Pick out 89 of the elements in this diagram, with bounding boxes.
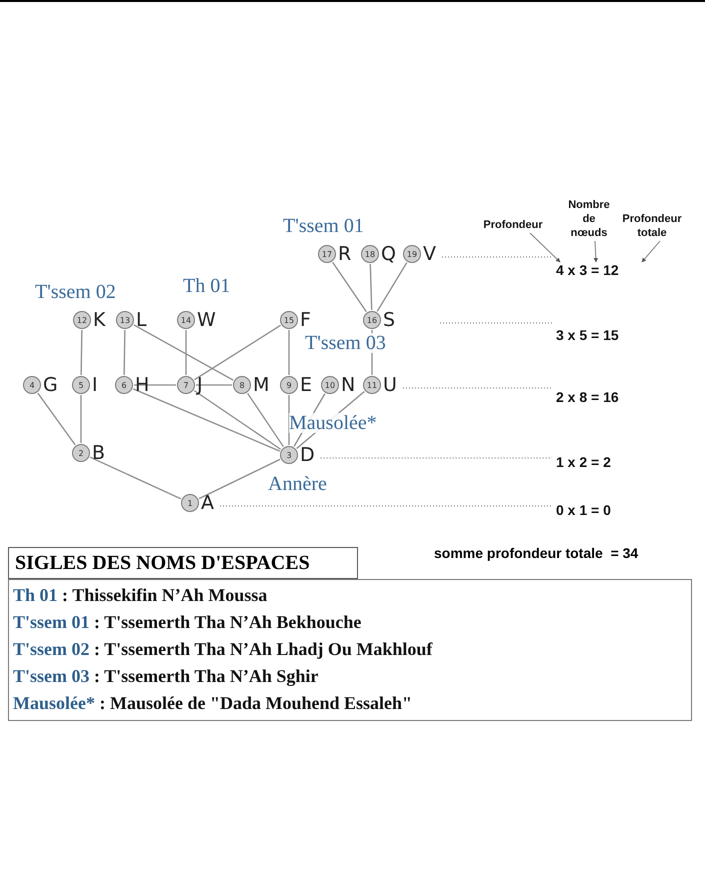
graph-link (132, 388, 280, 452)
node-letter: L (136, 311, 147, 329)
numbered-circle: 9 (280, 376, 298, 394)
graph-link (194, 324, 281, 380)
graph-link (185, 330, 187, 375)
abbreviation: T'ssem 03 (13, 666, 90, 686)
abbreviation: T'ssem 01 (13, 612, 90, 632)
graph-link (288, 395, 290, 445)
column-heading: Profondeur totale (616, 212, 688, 240)
depth-equation: 3 x 5 = 15 (556, 325, 646, 345)
total-depth-sum: somme profondeur totale = 34 (434, 545, 638, 561)
legend-title-box (8, 547, 358, 579)
depth-equation: 2 x 8 = 16 (556, 387, 646, 407)
leader-arrow (642, 240, 660, 262)
graph-link (332, 262, 367, 312)
numbered-circle: 5 (72, 376, 90, 394)
numbered-circle: 11 (363, 376, 381, 394)
node-letter: M (253, 376, 270, 394)
depth-equation: 4 x 3 = 12 (556, 260, 646, 280)
numbered-circle: 12 (73, 311, 91, 329)
graph-link (134, 384, 176, 386)
node-letter: H (135, 376, 150, 394)
graph-link (247, 392, 284, 448)
graph-link (80, 330, 82, 375)
numbered-circle: 8 (233, 376, 251, 394)
numbered-circle: 14 (177, 311, 195, 329)
graph-link (37, 392, 76, 446)
node-letter: Q (381, 245, 396, 263)
numbered-circle: 6 (115, 376, 133, 394)
node-letter: N (341, 376, 356, 394)
column-heading: Profondeur (481, 218, 545, 232)
graph-link (198, 458, 280, 500)
dotted-guide-line (320, 457, 552, 459)
graph-link (376, 262, 408, 312)
numbered-circle: 19 (403, 245, 421, 263)
node-letter: R (338, 245, 352, 263)
abbreviation: Mausolée* (13, 693, 95, 713)
legend-panel (8, 579, 692, 721)
graph-link (90, 456, 182, 500)
numbered-circle: 10 (321, 376, 339, 394)
numbered-circle: 13 (116, 311, 134, 329)
definition-text: : T'ssemerth Tha N’Ah Lhadj Ou Makhlouf (94, 639, 432, 659)
node-letter: G (43, 376, 58, 394)
node-letter: J (197, 376, 203, 394)
column-heading: Nombre de nœuds (566, 198, 612, 240)
graph-link (194, 390, 282, 450)
graph-link (288, 330, 290, 375)
leader-arrow (530, 232, 560, 262)
place-name: Mausolée* (289, 413, 377, 433)
leader-arrow (594, 240, 598, 263)
numbered-circle: 15 (280, 311, 298, 329)
numbered-circle: 4 (23, 376, 41, 394)
dotted-guide-line (440, 322, 552, 324)
place-name: T'ssem 03 (305, 333, 386, 353)
node-letter: I (92, 376, 98, 394)
legend-title: SIGLES DES NOMS D'ESPACES (15, 552, 310, 574)
numbered-circle: 17 (318, 245, 336, 263)
definition-text: : Thissekifin N’Ah Moussa (62, 585, 268, 605)
dotted-guide-line (220, 505, 552, 507)
graph-link (124, 330, 126, 375)
numbered-circle: 3 (280, 446, 298, 464)
graph-link (370, 264, 372, 310)
numbered-circle: 18 (361, 245, 379, 263)
graph-link (80, 395, 82, 443)
dotted-guide-line (442, 256, 552, 258)
numbered-circle: 16 (363, 311, 381, 329)
node-letter: W (197, 311, 216, 329)
numbered-circle: 7 (177, 376, 195, 394)
node-letter: U (383, 376, 397, 394)
node-letter: A (201, 494, 214, 512)
graph-link (196, 384, 232, 386)
dotted-guide-line (402, 387, 552, 389)
definition-text: : Mausolée de "Dada Mouhend Essaleh" (99, 693, 412, 713)
abbreviation: Th 01 (13, 585, 58, 605)
node-letter: K (93, 311, 106, 329)
abbreviation: T'ssem 02 (13, 639, 90, 659)
depth-equation: 0 x 1 = 0 (556, 500, 636, 520)
node-letter: E (300, 376, 312, 394)
definition-text: : T'ssemerth Tha N’Ah Sghir (94, 666, 318, 686)
node-letter: S (383, 311, 396, 329)
graph-link (133, 324, 234, 381)
node-letter: B (92, 444, 106, 462)
numbered-circle: 1 (181, 494, 199, 512)
node-letter: D (300, 446, 315, 464)
definition-text: : T'ssemerth Tha N’Ah Bekhouche (94, 612, 362, 632)
numbered-circle: 2 (72, 444, 90, 462)
depth-equation: 1 x 2 = 2 (556, 452, 636, 472)
node-letter: F (300, 311, 311, 329)
node-letter: V (423, 245, 436, 263)
